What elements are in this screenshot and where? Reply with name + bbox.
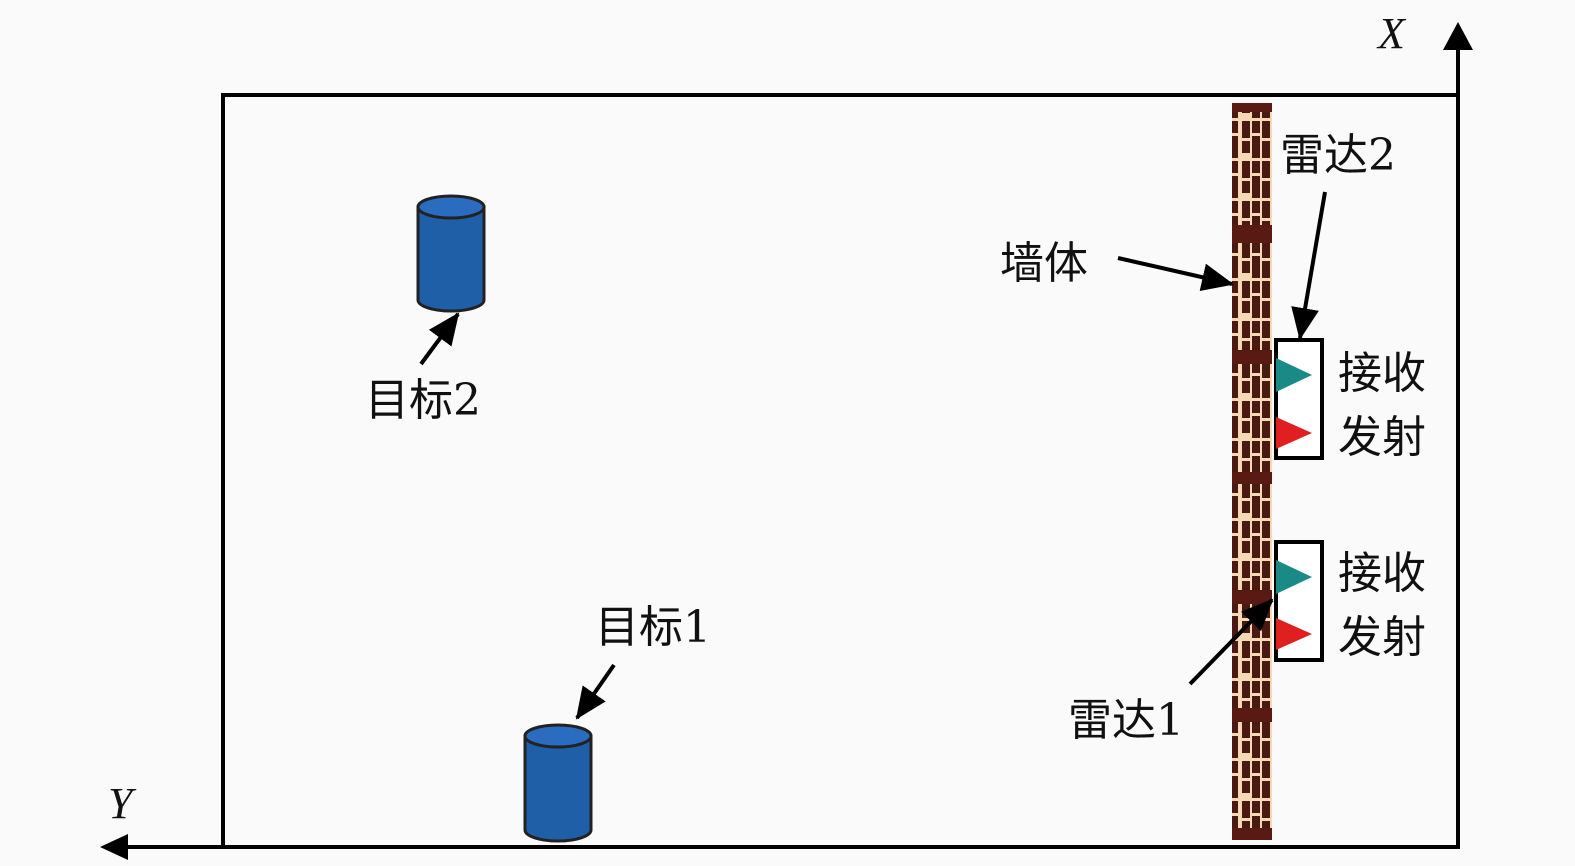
transmitter-icon xyxy=(1276,618,1312,650)
target-1-cylinder xyxy=(523,723,593,843)
x-axis: X xyxy=(1376,9,1473,847)
x-axis-label: X xyxy=(1376,9,1407,58)
arrow-target1 xyxy=(575,663,616,720)
radar-2: 接收 发射 xyxy=(1274,338,1426,463)
wall-label: 墙体 xyxy=(1000,238,1088,289)
arrow-target2 xyxy=(419,312,460,366)
radar1-receive-label: 接收 xyxy=(1338,548,1426,599)
arrow-radar1 xyxy=(1188,598,1274,686)
wall xyxy=(1232,103,1272,840)
annotation-arrows xyxy=(419,191,1327,720)
y-axis: Y xyxy=(100,779,223,860)
radar2-transmit-label: 发射 xyxy=(1338,412,1426,463)
y-axis-label: Y xyxy=(108,779,137,828)
scene-boundary xyxy=(221,93,1460,849)
radar2-label: 雷达2 xyxy=(1280,130,1396,181)
transmitter-icon xyxy=(1276,417,1312,449)
receiver-icon xyxy=(1276,560,1312,594)
radar1-transmit-label: 发射 xyxy=(1338,612,1426,663)
target-2-cylinder xyxy=(416,194,486,313)
arrow-wall xyxy=(1117,256,1234,291)
radar1-label: 雷达1 xyxy=(1068,695,1184,746)
target2-label: 目标2 xyxy=(365,375,481,426)
receiver-icon xyxy=(1276,358,1312,392)
target1-label: 目标1 xyxy=(595,602,711,653)
radar2-receive-label: 接收 xyxy=(1338,348,1426,399)
arrow-radar2 xyxy=(1291,191,1327,340)
radar-1: 接收 发射 xyxy=(1274,540,1426,663)
